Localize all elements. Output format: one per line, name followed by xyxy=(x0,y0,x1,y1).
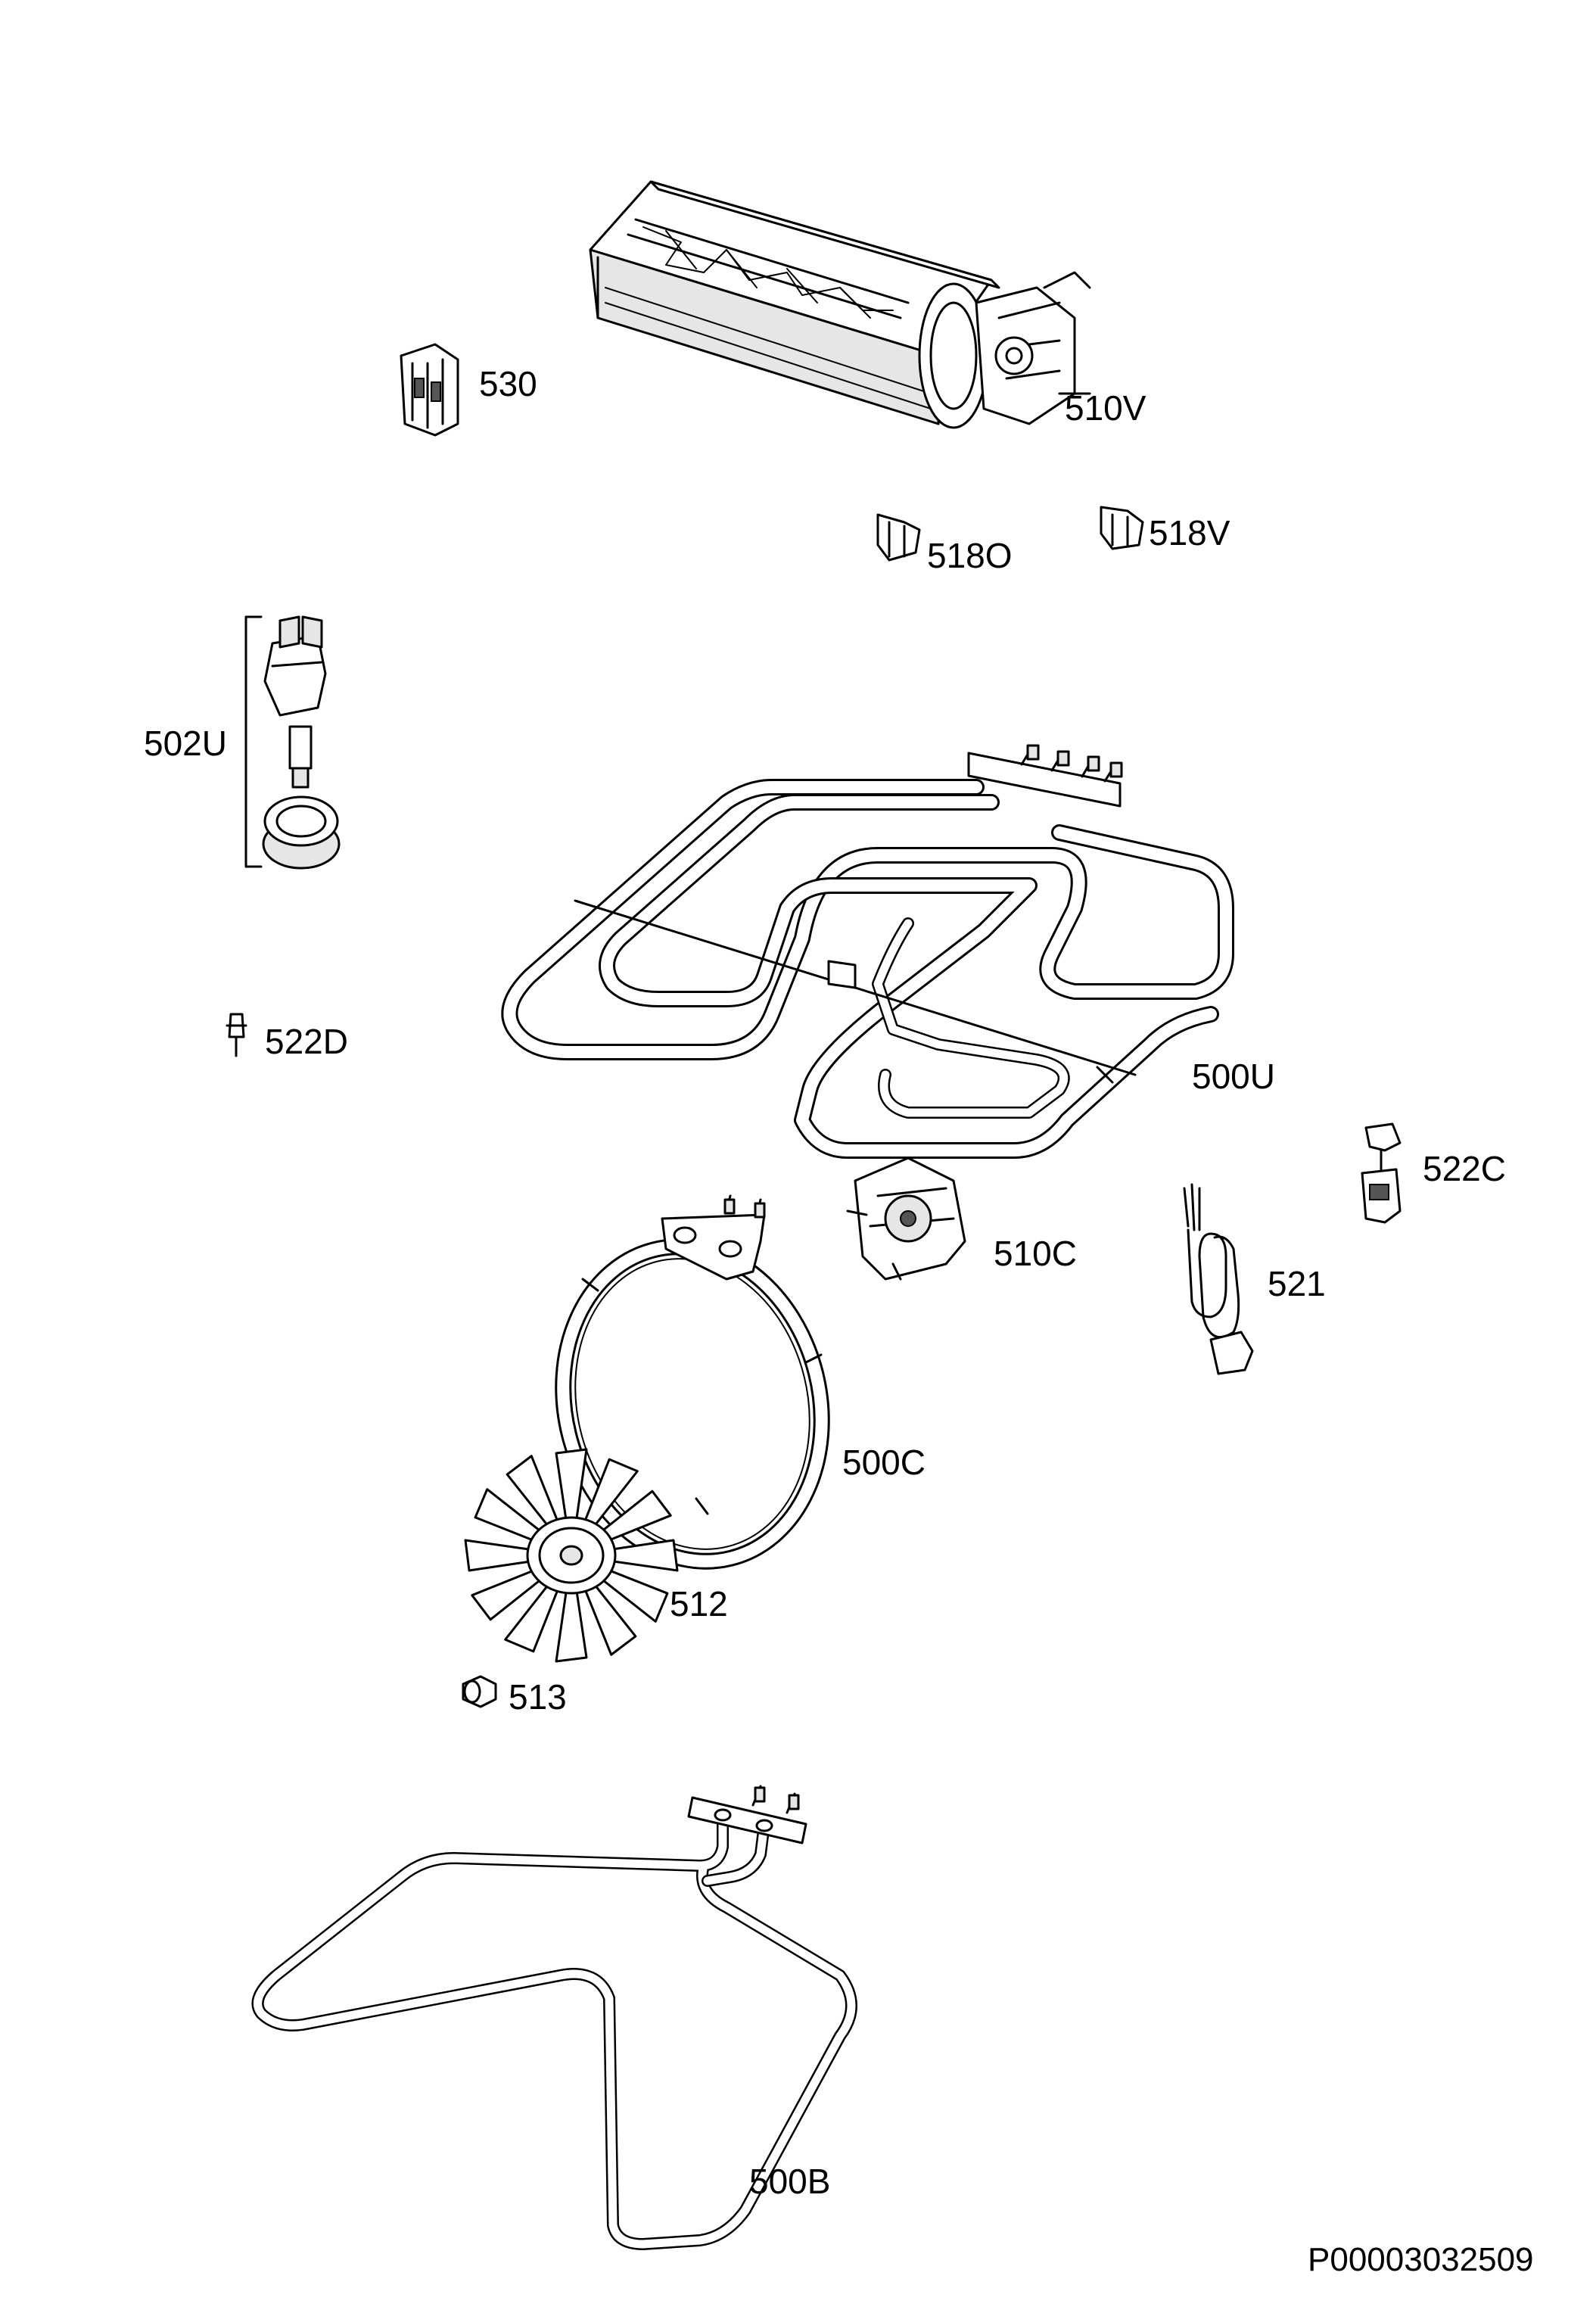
bracket-518O xyxy=(876,513,921,562)
document-id: P00003032509 xyxy=(1308,2241,1534,2278)
label-518V: 518V xyxy=(1149,513,1230,553)
nut-513 xyxy=(462,1675,497,1708)
label-500U: 500U xyxy=(1192,1057,1275,1096)
label-510C: 510C xyxy=(994,1234,1077,1273)
label-513: 513 xyxy=(509,1677,567,1717)
label-521: 521 xyxy=(1268,1264,1326,1303)
sensor-522C xyxy=(1361,1122,1402,1224)
label-512: 512 xyxy=(670,1584,728,1623)
label-500B: 500B xyxy=(749,2162,830,2201)
label-502U: 502U xyxy=(144,724,227,763)
fan-blade-512 xyxy=(464,1448,679,1663)
label-518O: 518O xyxy=(927,536,1013,575)
label-510V: 510V xyxy=(1065,388,1146,428)
fan-motor-510C xyxy=(846,1156,966,1281)
label-500C: 500C xyxy=(842,1443,926,1482)
label-530: 530 xyxy=(479,364,537,403)
bracket-518V xyxy=(1100,506,1144,550)
lamp-assembly-502U xyxy=(244,615,341,870)
label-522D: 522D xyxy=(265,1022,348,1061)
tangential-fan-510V xyxy=(589,180,1091,429)
cable-521 xyxy=(1183,1183,1254,1375)
bottom-element-500B xyxy=(251,1785,857,2250)
label-522C: 522C xyxy=(1423,1149,1506,1188)
screw-522D xyxy=(226,1013,247,1057)
circular-element-500C xyxy=(555,1194,830,1570)
grill-element-500U xyxy=(501,744,1234,1159)
clip-530 xyxy=(400,343,459,437)
